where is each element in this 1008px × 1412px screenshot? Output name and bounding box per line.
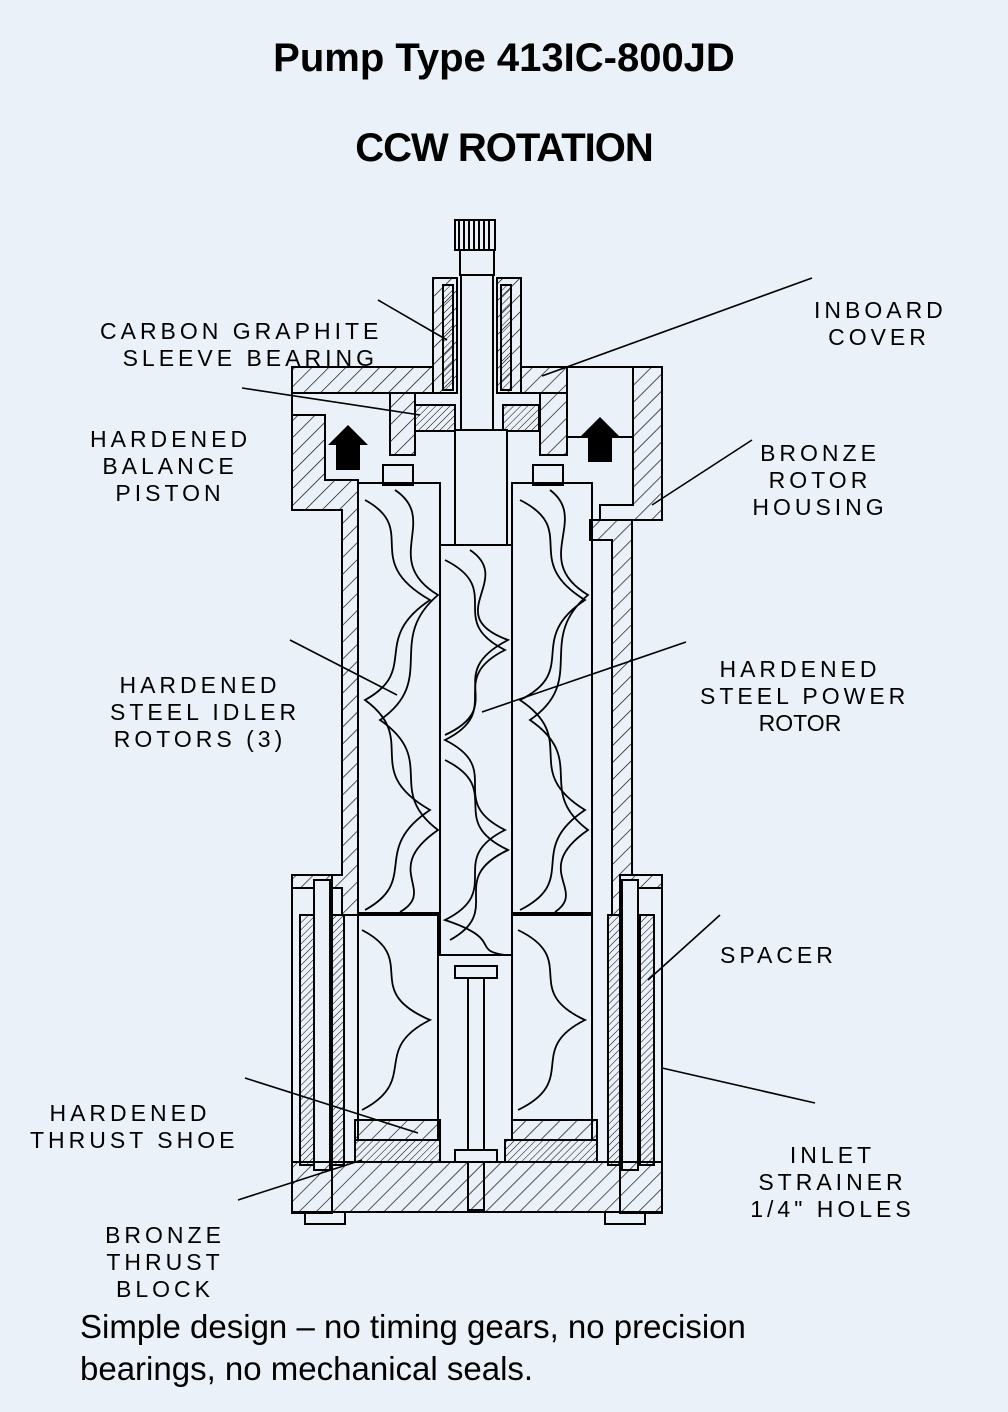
shaft-coupling bbox=[454, 219, 496, 276]
flow-arrow-left bbox=[328, 425, 368, 470]
label-spacer: SPACER bbox=[720, 942, 837, 968]
thrust-block bbox=[291, 1149, 663, 1225]
rotor-flutes bbox=[363, 489, 590, 956]
footer-caption: Simple design – no timing gears, no prec… bbox=[80, 1308, 746, 1387]
diagram-title: Pump Type 413IC-800JD bbox=[273, 36, 735, 80]
flow-arrow-right bbox=[580, 417, 620, 462]
balance-piston bbox=[414, 404, 540, 546]
cover-neck bbox=[432, 274, 522, 431]
flow-arrows bbox=[328, 417, 620, 470]
diagram-subtitle: CCW ROTATION bbox=[355, 126, 654, 170]
inlet-strainer bbox=[291, 874, 663, 1214]
rotor-housing bbox=[291, 366, 663, 916]
leader-lines bbox=[237, 277, 816, 1201]
power-rotor bbox=[439, 544, 513, 956]
